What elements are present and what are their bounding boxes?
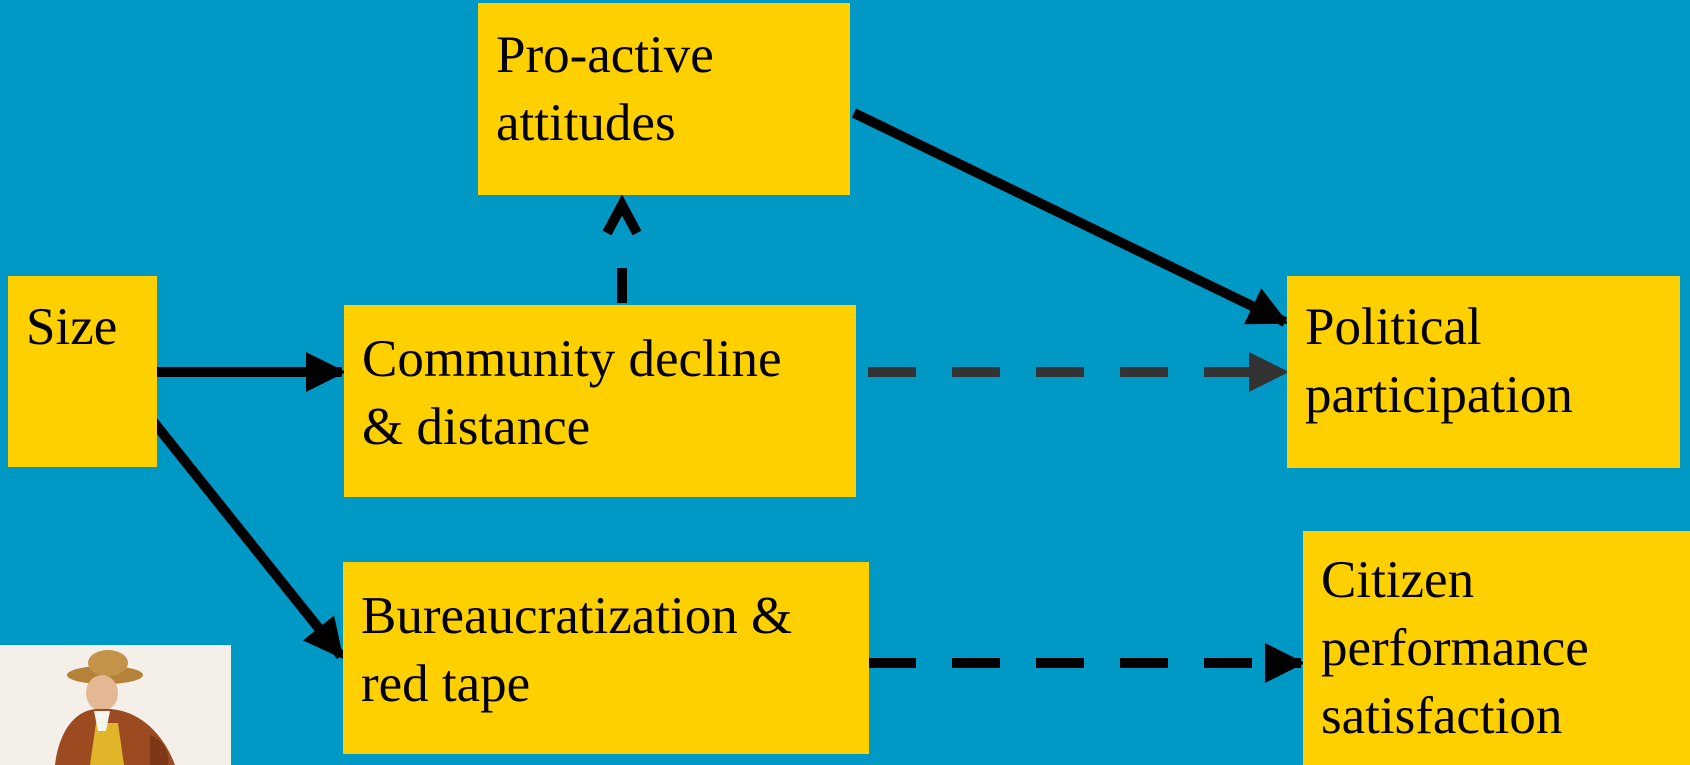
arrow-proactive-to-political — [851, 108, 1289, 327]
arrow-size-to-bureau — [148, 416, 345, 660]
node-community-line-2: & distance — [362, 398, 591, 456]
node-community-line-1: Community decline — [362, 330, 782, 388]
node-bureau-line-2: red tape — [361, 655, 531, 713]
node-political-line-2: participation — [1305, 366, 1573, 424]
node-citizen-line-3: satisfaction — [1321, 687, 1563, 745]
node-bureau-line-1: Bureaucratization & — [361, 587, 793, 645]
node-size-line-1: Size — [26, 298, 118, 356]
illustration-figure — [0, 645, 231, 765]
node-citizen-line-1: Citizen — [1321, 551, 1475, 609]
illustration-figure-drawing — [55, 650, 175, 765]
node-political-participation: Political participation — [1287, 276, 1680, 468]
node-political-line-1: Political — [1305, 298, 1482, 356]
node-proactive-attitudes: Pro-active attitudes — [478, 3, 850, 195]
node-citizen-line-2: performance — [1321, 619, 1589, 677]
node-proactive-line-2: attitudes — [496, 94, 676, 152]
node-proactive-line-1: Pro-active — [496, 26, 714, 84]
node-citizen-satisfaction: Citizen performance satisfaction — [1303, 531, 1690, 765]
node-size: Size — [8, 276, 157, 467]
node-bureaucratization: Bureaucratization & red tape — [343, 562, 869, 754]
arrowhead-community-to-proactive — [602, 194, 642, 236]
node-community-decline: Community decline & distance — [344, 305, 856, 497]
